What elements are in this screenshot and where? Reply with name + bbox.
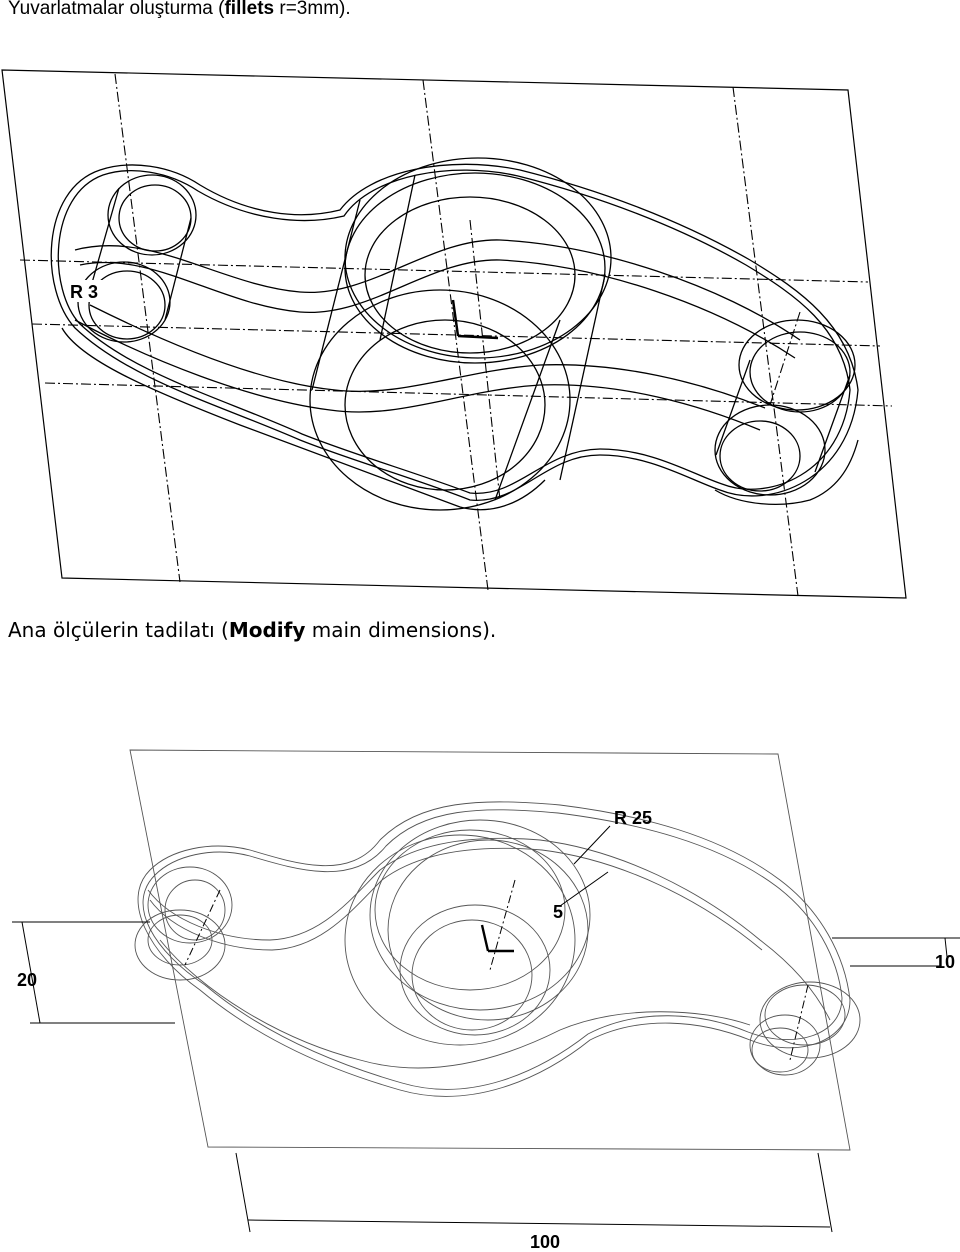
top-face-curve-4 — [89, 304, 766, 409]
right-boss-top — [749, 331, 851, 413]
body-outline-inner — [57, 169, 851, 494]
center-hub-top-3 — [364, 196, 576, 354]
right-boss-bottom-2 — [714, 404, 826, 496]
fillet-radius-label: R 3 — [70, 282, 98, 302]
body-bottom-edge-2 — [714, 439, 859, 505]
fillet-wireframe-drawing: R 3 — [1, 69, 907, 599]
center-hub-bottom — [309, 289, 571, 511]
top-face-curve-2 — [79, 259, 796, 359]
caption-fillets-text: Yuvarlatmalar oluşturma ( — [8, 0, 225, 19]
height-10-label: 10 — [935, 952, 955, 972]
body-outline-outer — [50, 163, 859, 501]
dimensioned-wireframe-drawing: R 25 5 20 10 100 — [12, 749, 960, 1252]
height-20-label: 20 — [17, 970, 37, 990]
coordinate-triad — [451, 299, 499, 340]
top-face-curve-3 — [74, 319, 761, 431]
center-hub-bottom-2 — [344, 319, 546, 491]
left-boss-top-2 — [107, 174, 197, 256]
caption-fillets: Yuvarlatmalar oluşturma (fillets r=3mm). — [8, 0, 351, 20]
caption-modify-keyword: Modify — [228, 618, 306, 642]
thickness-label: 5 — [553, 902, 563, 922]
left-boss-top — [118, 184, 192, 252]
radius-label: R 25 — [614, 808, 652, 828]
caption-modify-text: Ana ölçülerin tadilatı ( — [8, 618, 229, 642]
right-boss-top-2 — [738, 319, 856, 411]
center-hub-top-2 — [344, 157, 612, 359]
body-outline-2b — [142, 809, 843, 1090]
right-boss-bottom — [719, 420, 801, 492]
caption-modify-suffix: main dimensions). — [305, 618, 497, 642]
caption-modify: Ana ölçülerin tadilatı (Modify main dime… — [8, 618, 496, 642]
top-face-curve-1 — [74, 239, 801, 341]
body-bottom-edge — [61, 327, 546, 511]
sketch-plane-2 — [129, 749, 851, 1151]
caption-fillets-suffix: r=3mm). — [274, 0, 351, 19]
body-outline-2 — [137, 801, 851, 1097]
length-100-label: 100 — [530, 1232, 560, 1252]
caption-fillets-keyword: fillets — [224, 0, 275, 19]
left-boss-bottom — [88, 270, 166, 340]
sketch-plane — [1, 69, 907, 599]
